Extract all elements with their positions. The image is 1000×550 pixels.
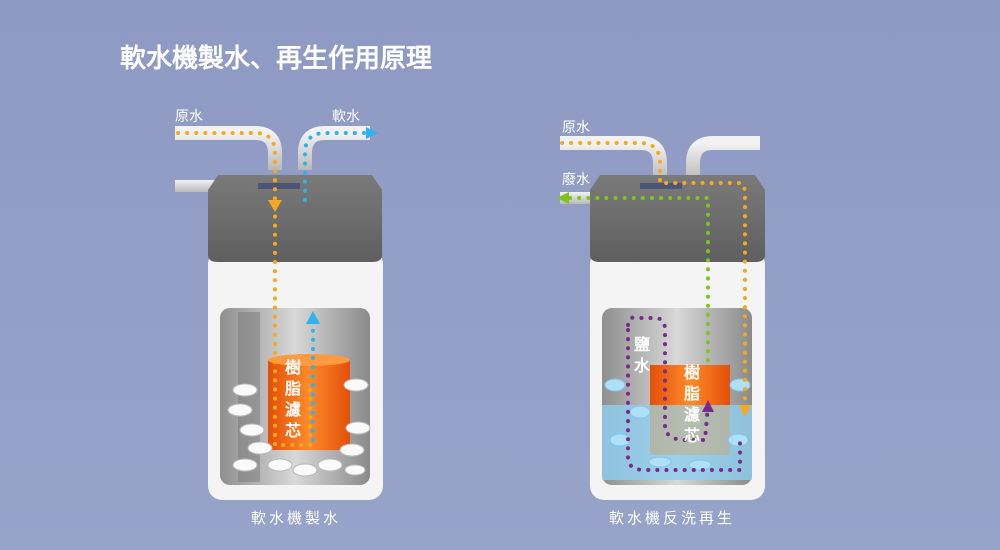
brine-char: 水: [634, 356, 651, 375]
inlet-pipe: [175, 126, 282, 170]
display-screen: [258, 183, 300, 189]
waste-water-label: 廢水: [562, 171, 590, 188]
resin-char: 脂: [684, 384, 700, 403]
regeneration-unit: 原水 廢水 鹽 水 樹 脂 濾 芯 軟水機反洗再生: [557, 120, 765, 527]
brine-flow: [626, 315, 742, 472]
control-head: [208, 175, 382, 262]
arrow-up-icon: [306, 311, 320, 324]
soft-water-flow: [303, 131, 370, 442]
resin-char: 濾: [684, 405, 700, 424]
waste-water-flow: [568, 196, 710, 367]
caption-softening: 軟水機製水: [251, 509, 341, 527]
resin-char: 濾: [285, 400, 301, 419]
resin-char: 樹: [285, 358, 301, 377]
arrow-left-icon: [557, 192, 569, 204]
resin-char: 芯: [684, 426, 700, 445]
display-screen: [640, 183, 682, 189]
arrow-down-icon: [739, 405, 751, 417]
raw-water-label: 原水: [562, 120, 590, 136]
salt-pellets: [227, 378, 371, 477]
arrow-down-icon: [268, 200, 282, 212]
soft-water-label: 軟水: [332, 109, 360, 125]
resin-char: 脂: [285, 379, 301, 398]
resin-label: 樹 脂 濾 芯: [684, 363, 700, 445]
page-title: 軟水機製水、再生作用原理: [120, 43, 432, 74]
arrow-up-icon: [702, 400, 714, 412]
brine-label: 鹽 水: [634, 335, 651, 375]
brine-char: 鹽: [634, 335, 650, 354]
outlet-pipe: [298, 126, 370, 170]
raw-water-label: 原水: [175, 109, 203, 125]
resin-char: 樹: [684, 363, 700, 382]
resin-immersed: [650, 405, 730, 455]
outlet-pipe: [686, 136, 760, 180]
caption-regeneration: 軟水機反洗再生: [609, 509, 735, 527]
drain-pipe: [175, 180, 215, 192]
arrow-right-icon: [366, 127, 378, 139]
brine-tube: [238, 312, 260, 482]
resin-top: [268, 354, 350, 366]
raw-water-flow: [560, 141, 747, 407]
resin-char: 芯: [285, 421, 301, 440]
resin-label: 樹 脂 濾 芯: [285, 358, 301, 440]
softening-unit: 原水 軟水 樹 脂 濾 芯 軟水機製水: [175, 109, 383, 527]
